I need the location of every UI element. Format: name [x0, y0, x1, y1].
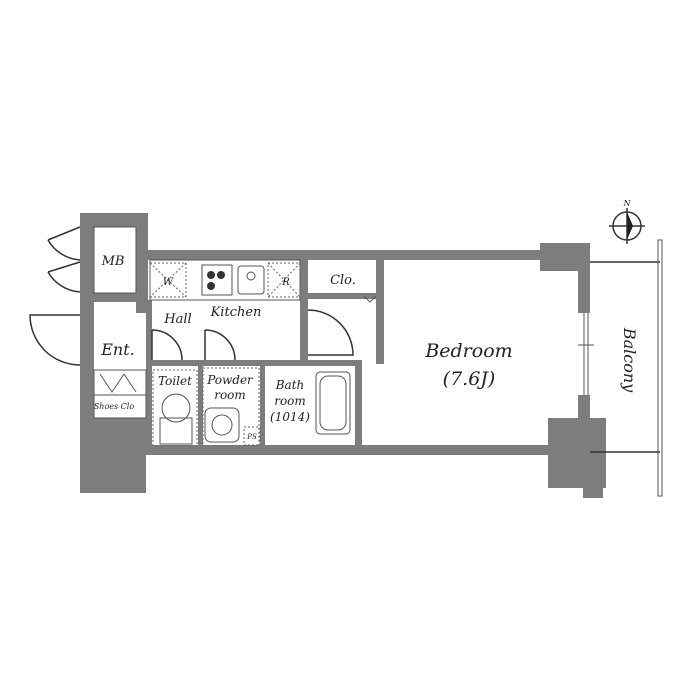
shoes-clo-label: Shoes Clo — [94, 402, 135, 411]
powder-room-label-1: Powder — [206, 373, 254, 387]
sink-drain-icon — [246, 271, 256, 281]
wall-right-mid — [578, 395, 590, 420]
wall-bottom-left-block — [80, 418, 146, 493]
stove-burner-icon — [207, 271, 215, 279]
wall-mb-top — [80, 213, 146, 227]
powder-door — [204, 329, 236, 361]
closet-label: Clo. — [330, 273, 356, 288]
washer-diag-b — [149, 262, 187, 298]
hall-label: Hall — [163, 312, 191, 327]
wall-toilet-powder — [198, 366, 203, 448]
powder-room-dotted — [202, 367, 260, 447]
wall-toilet-left — [146, 366, 152, 451]
mb-door-upper — [47, 226, 81, 261]
clo-door-mark — [363, 295, 377, 303]
wall-bottom — [146, 445, 558, 455]
mb-outline — [93, 226, 137, 294]
hall-door — [151, 329, 183, 361]
washer-label: W — [163, 277, 174, 288]
kitchen-fixtures — [149, 262, 301, 298]
outlines — [93, 226, 663, 497]
wall-top — [146, 250, 584, 260]
wall-clo-right — [376, 258, 384, 364]
stove-burner-icon — [207, 282, 215, 290]
stove-burner-icon — [217, 271, 225, 279]
wall-mb-right — [136, 213, 148, 313]
refrigerator-space — [267, 262, 301, 298]
wall-bedroom-divider-lower — [355, 360, 362, 450]
compass-north-label: N — [623, 199, 632, 208]
refrigerator-label: R — [281, 277, 290, 288]
bath-room-label-1: Bath — [275, 378, 305, 392]
labels: MB Ent. Shoes Clo W R Kitchen Hall Clo. … — [94, 254, 639, 441]
washbasin — [204, 407, 240, 443]
bathtub-inner — [319, 375, 347, 431]
shoes-clo-doors — [99, 373, 137, 393]
washbasin-bowl — [211, 414, 233, 436]
sink — [237, 265, 265, 295]
bath-fixtures — [152, 367, 351, 447]
wall-clo-bottom — [300, 293, 382, 299]
toilet-bowl — [161, 393, 191, 423]
bedroom-size-label: (7.6J) — [443, 368, 496, 390]
toilet-room-dotted — [152, 369, 198, 447]
stove — [201, 264, 233, 296]
wall-powder-bath — [260, 366, 265, 448]
compass-needle-icon — [627, 212, 633, 240]
washer-space — [149, 262, 187, 298]
wall-hall-left — [146, 300, 152, 370]
ps-shaft — [243, 426, 261, 446]
bath-room-label-2: room — [274, 394, 306, 408]
kitchen-label: Kitchen — [210, 305, 262, 320]
wall-bottom-right-foot — [583, 480, 603, 498]
bath-room-size-label: (1014) — [270, 410, 310, 424]
wall-mb-bottom — [80, 293, 146, 302]
mb-label: MB — [101, 254, 125, 269]
compass: N — [609, 199, 645, 244]
toilet-tank — [159, 417, 193, 445]
wall-right-upper — [578, 243, 590, 313]
bathtub — [315, 371, 351, 435]
wall-kitchen-right — [300, 258, 308, 366]
powder-room-label-2: room — [214, 388, 246, 402]
balcony-parapet — [657, 239, 663, 497]
mb-door-lower — [47, 261, 81, 293]
entrance-door — [29, 314, 81, 366]
doors — [29, 226, 377, 393]
shoes-clo-outline — [93, 369, 147, 419]
wall-wet-area-top — [146, 360, 362, 366]
toilet-label: Toilet — [158, 374, 192, 388]
balcony-label: Balcony — [620, 327, 639, 393]
ps-label: PS — [246, 433, 257, 441]
entrance-label: Ent. — [100, 340, 135, 359]
bedroom-door — [307, 309, 354, 356]
walls — [80, 213, 606, 498]
bedroom-label: Bedroom — [424, 340, 512, 362]
